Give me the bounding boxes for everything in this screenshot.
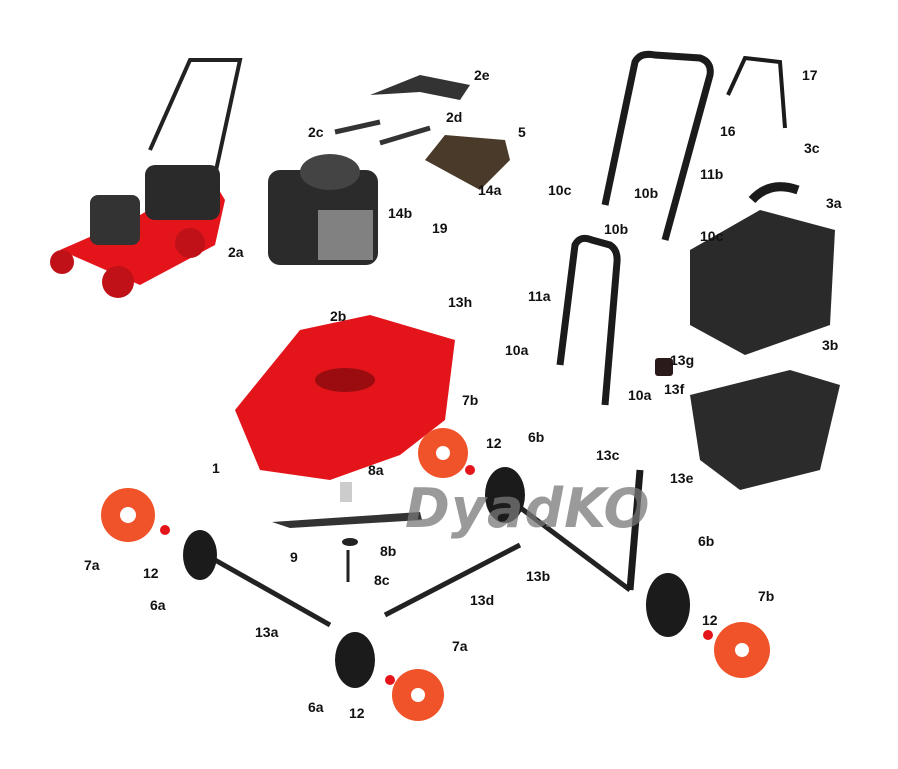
part-11a-handle (556, 234, 621, 406)
part-label: 12 (143, 565, 159, 581)
part-label: 7b (758, 588, 775, 604)
part-label: 6b (698, 533, 715, 549)
engine-2a (268, 154, 378, 265)
part-label: 13c (596, 447, 620, 463)
assembled-mower (50, 58, 243, 298)
part-label: 5 (518, 124, 526, 140)
part-label: 8b (380, 543, 397, 559)
part-label: 10c (700, 228, 724, 244)
part-label: 3b (822, 337, 839, 353)
part-label: 2e (474, 67, 490, 83)
part-label: 10c (548, 182, 572, 198)
part-13b (508, 498, 632, 592)
part-label: 13b (526, 568, 551, 584)
part-label: 2b (330, 308, 347, 324)
part-label: 13e (670, 470, 694, 486)
part-label: 12 (486, 435, 502, 451)
part-9-blade (272, 512, 422, 528)
part-label: 19 (432, 220, 448, 236)
part-label: 9 (290, 549, 298, 565)
part-label: 3c (804, 140, 820, 156)
part-3c (748, 182, 800, 204)
part-13g (655, 358, 673, 376)
part-label: 7b (462, 392, 479, 408)
part-3b (690, 370, 840, 490)
part-label: 14b (388, 205, 413, 221)
deck-1 (235, 315, 455, 480)
part-label: 10a (505, 342, 529, 358)
part-13-lever (626, 469, 644, 591)
part-label: 12 (702, 612, 718, 628)
part-8a (340, 482, 352, 502)
part-label: 1 (212, 460, 220, 476)
part-label: 17 (802, 67, 818, 83)
part-2d (379, 125, 431, 146)
part-label: 13g (670, 352, 695, 368)
part-label: 7a (452, 638, 468, 654)
part-label: 10a (628, 387, 652, 403)
part-label: 14a (478, 182, 502, 198)
part-label: 11b (700, 166, 724, 182)
part-label: 8c (374, 572, 390, 588)
part-2c (334, 119, 381, 135)
part-17 (726, 55, 787, 129)
part-label: 12 (349, 705, 365, 721)
part-label: 13h (448, 294, 473, 310)
part-2e (370, 75, 470, 100)
part-label: 13d (470, 592, 495, 608)
part-3a (690, 210, 835, 355)
part-label: 6b (528, 429, 545, 445)
part-label: 13f (664, 381, 685, 397)
part-label: 11a (528, 288, 551, 304)
part-label: 2a (228, 244, 244, 260)
part-label: 2c (308, 124, 324, 140)
part-label: 6a (150, 597, 166, 613)
part-label: 7a (84, 557, 100, 573)
part-16-handle (601, 50, 714, 241)
part-5 (425, 135, 510, 190)
part-label: 6a (308, 699, 324, 715)
part-label: 2d (446, 109, 463, 125)
part-label: 8a (368, 462, 384, 478)
part-label: 13a (255, 624, 279, 640)
part-13a (213, 557, 332, 628)
part-label: 3a (826, 195, 842, 211)
part-13d (383, 542, 522, 618)
part-8b (342, 538, 358, 546)
part-label: 16 (720, 123, 736, 139)
wheels (101, 428, 770, 721)
part-label: 10b (604, 221, 629, 237)
watermark: DyadKO (405, 477, 651, 540)
part-label: 10b (634, 185, 659, 201)
